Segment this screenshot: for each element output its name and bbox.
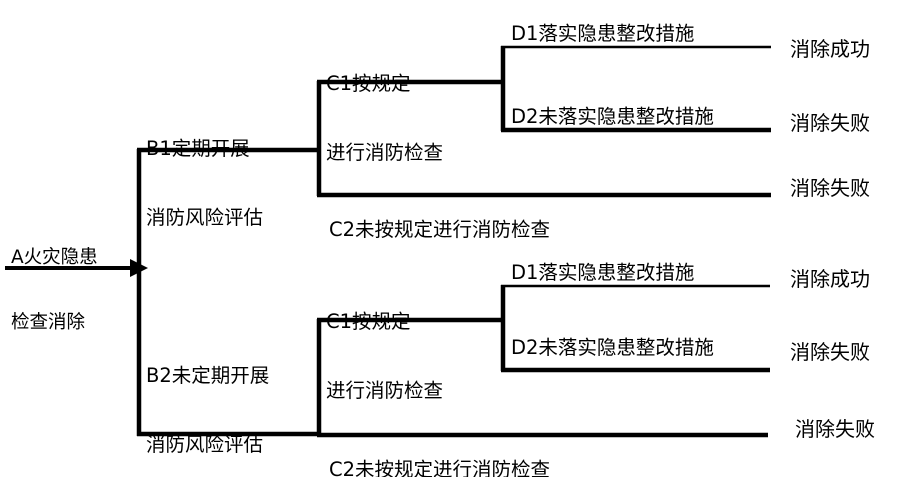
node-label-c1-top: C1按规定 进行消防检查 — [326, 26, 443, 210]
node-label-d2-bottom: D2未落实隐患整改措施 — [511, 336, 714, 359]
node-c1-bottom-line2: 进行消防检查 — [326, 379, 444, 402]
node-a-line1: A火灾隐患 — [11, 246, 98, 268]
node-label-b1: B1定期开展 消防风险评估 — [146, 91, 263, 275]
node-b2-line1: B2未定期开展 — [146, 364, 270, 387]
node-c2-top-line1: C2未按规定进行消防检查 — [329, 218, 551, 241]
outcome-label-5: 消除失败 — [790, 340, 870, 364]
node-c1-top-line2: 进行消防检查 — [326, 141, 444, 164]
node-label-d1-bottom: D1落实隐患整改措施 — [511, 261, 695, 284]
node-label-c1-bottom: C1按规定 进行消防检查 — [326, 264, 443, 448]
node-c2-bottom-line1: C2未按规定进行消防检查 — [329, 458, 551, 477]
node-label-b2: B2未定期开展 消防风险评估 — [146, 318, 269, 477]
outcome-label-4: 消除成功 — [790, 267, 870, 291]
node-b1-line1: B1定期开展 — [146, 137, 250, 160]
node-a-line2: 检查消除 — [11, 312, 86, 334]
node-label-c2-top: C2未按规定进行消防检查 — [329, 172, 550, 287]
node-c1-top-line1: C1按规定 — [326, 72, 411, 95]
node-label-c2-bottom: C2未按规定进行消防检查 — [329, 412, 550, 477]
node-label-a: A火灾隐患 检查消除 — [11, 203, 98, 378]
node-b2-line2: 消防风险评估 — [146, 433, 264, 456]
outcome-label-3: 消除失败 — [790, 176, 870, 200]
node-b1-line2: 消防风险评估 — [146, 206, 264, 229]
node-label-d1-top: D1落实隐患整改措施 — [511, 22, 695, 45]
outcome-label-6: 消除失败 — [795, 417, 875, 441]
outcome-label-1: 消除成功 — [790, 37, 870, 61]
outcome-label-2: 消除失败 — [790, 111, 870, 135]
node-label-d2-top: D2未落实隐患整改措施 — [511, 105, 714, 128]
node-c1-bottom-line1: C1按规定 — [326, 310, 411, 333]
